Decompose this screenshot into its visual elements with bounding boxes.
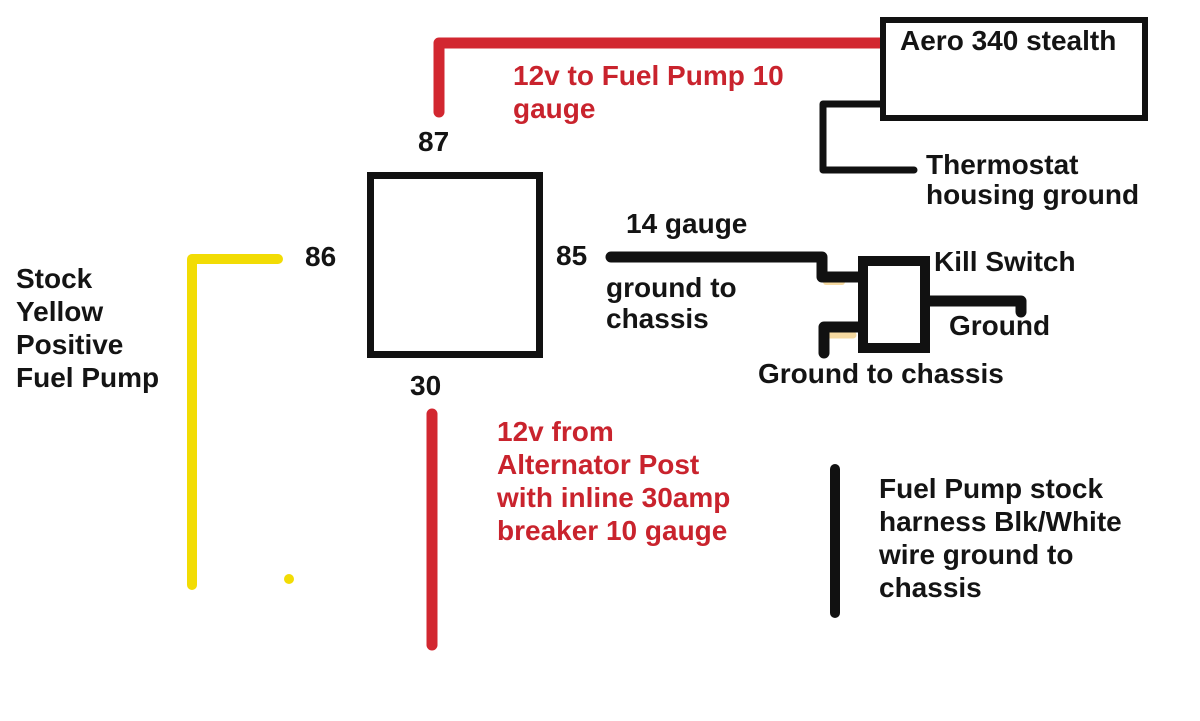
wire-kill-switch-ground [920, 295, 1027, 318]
relay-terminal-30: 30 [410, 370, 442, 401]
wire-12v-to-fuel-pump [433, 37, 892, 118]
relay-box [367, 172, 543, 358]
kill-switch-label: Kill Switch [934, 246, 1076, 277]
wire-thermostat-housing-ground [819, 100, 918, 174]
fuel-pump-harness-ground-label: Fuel Pump stock harness Blk/White wire g… [879, 473, 1122, 603]
14-gauge-label: 14 gauge [626, 208, 748, 239]
stock-yellow-positive-fuel-pump-label: Stock Yellow Positive Fuel Pump [16, 263, 160, 393]
ground-to-chassis-left-label: ground to chassis [606, 272, 737, 334]
aero-box-label: Aero 340 stealth [900, 25, 1117, 56]
ground-to-chassis-bottom-label: Ground to chassis [758, 358, 1004, 389]
relay-terminal-85: 85 [556, 240, 588, 271]
12v-from-alternator-label: 12v from Alternator Post with inline 30a… [497, 416, 731, 546]
12v-to-fuel-pump-label: 12v to Fuel Pump 10 gauge [513, 60, 784, 124]
thermostat-housing-ground-label: Thermostat housing ground [926, 149, 1140, 210]
yellow-dot [284, 574, 294, 584]
wire-kill-switch-ground-to-chassis [818, 321, 870, 359]
kill-switch-box [858, 256, 930, 353]
relay-terminal-87: 87 [418, 126, 450, 157]
relay-terminal-86: 86 [305, 241, 337, 272]
wire-stock-yellow-positive [187, 254, 283, 590]
wire-14-gauge-ground [605, 251, 870, 283]
ground-label: Ground [949, 310, 1051, 341]
aero-340-stealth-box [880, 17, 1148, 121]
